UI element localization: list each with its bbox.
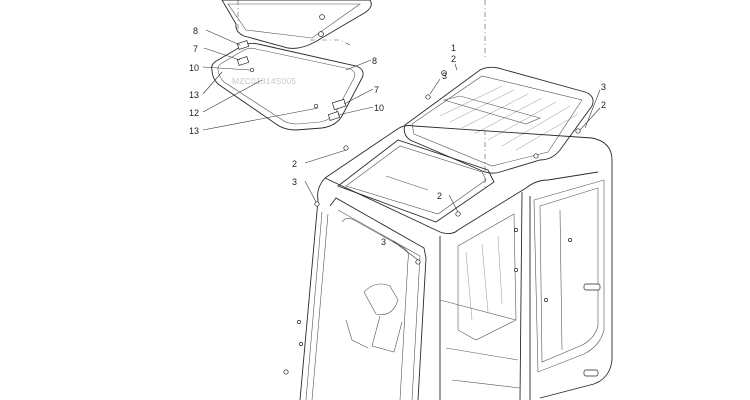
callout-3: 3 (601, 82, 606, 92)
callout-2: 2 (292, 159, 297, 169)
callout-13: 13 (189, 90, 199, 100)
callout-3: 3 (292, 177, 297, 187)
callout-8: 8 (372, 56, 377, 66)
callout-labels: 8 7 10 13 12 13 8 7 10 1 2 3 3 2 2 3 2 3 (189, 26, 606, 247)
callout-3: 3 (442, 71, 447, 81)
callout-10: 10 (189, 63, 199, 73)
callout-10: 10 (374, 103, 384, 113)
clip-brackets (236, 40, 347, 121)
callout-3: 3 (381, 237, 386, 247)
callout-1: 1 (451, 43, 456, 53)
callout-7: 7 (193, 44, 198, 54)
callout-leader-lines (202, 29, 601, 261)
callout-2: 2 (437, 191, 442, 201)
callout-2: 2 (451, 54, 456, 64)
callout-8: 8 (193, 26, 198, 36)
callout-13: 13 (189, 126, 199, 136)
callout-12: 12 (189, 108, 199, 118)
callout-7: 7 (374, 85, 379, 95)
roof-panel (403, 66, 594, 174)
operator-cab-body (283, 125, 613, 400)
skylight-glass-panel (221, 0, 372, 49)
drawing-reference-code: MZC01314S005 (232, 76, 296, 86)
center-axis-lines (237, 0, 486, 190)
callout-2: 2 (601, 100, 606, 110)
roof-seal-frame: MZC01314S005 (211, 42, 364, 131)
